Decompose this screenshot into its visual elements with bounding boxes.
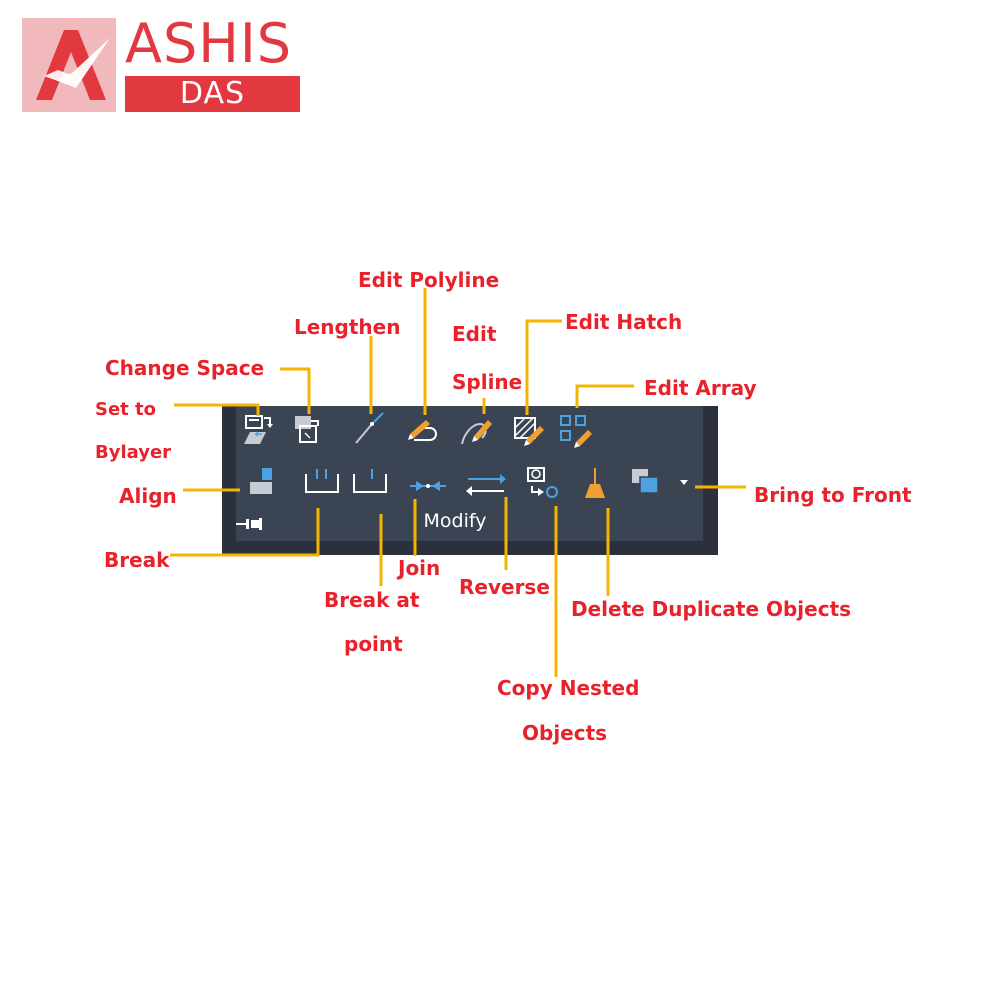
label-set-to-bylayer-line1: Set to [95,399,157,420]
edit-polyline-icon[interactable] [408,420,437,441]
set-to-bylayer-icon[interactable] [244,415,273,444]
label-copy-nested-objects-line2: Objects [522,721,608,745]
label-break-at-point-line1: Break at [324,588,420,612]
edit-array-icon[interactable] [560,415,592,448]
join-icon[interactable] [410,481,446,491]
label-edit-spline-line1: Edit [452,322,497,346]
leader-edit-array [575,384,634,408]
panel-left-edge [222,406,236,555]
label-delete-duplicate-objects: Delete Duplicate Objects [571,597,852,621]
label-edit-polyline: Edit Polyline [358,268,500,292]
chevron-down-icon[interactable] [680,480,688,485]
panel-title[interactable]: Modify [423,510,487,532]
label-break-at-point-line2: point [344,632,403,656]
logo-a-icon [36,30,110,100]
label-reverse: Reverse [459,575,550,599]
bring-to-front-icon[interactable] [632,469,659,494]
leader-lines [170,288,746,677]
align-icon[interactable] [250,468,272,494]
break-at-point-icon[interactable] [353,469,387,493]
label-bring-to-front: Bring to Front [754,483,912,507]
leader-change-space [280,367,311,414]
break-icon[interactable] [305,469,339,493]
logo-surname: DAS [125,76,300,112]
panel-right-edge [703,406,718,555]
reverse-icon[interactable] [466,474,506,496]
label-edit-spline-line2: Spline [452,370,523,394]
label-change-space: Change Space [105,356,265,380]
label-align: Align [119,484,177,508]
label-edit-array: Edit Array [644,376,757,400]
label-copy-nested-objects-line1: Copy Nested [497,676,640,700]
label-lengthen: Lengthen [294,315,401,339]
copy-nested-objects-icon[interactable] [527,467,558,498]
logo-name: ASHIS [125,12,293,75]
pin-icon[interactable] [236,518,262,530]
logo: ASHIS DAS [22,12,300,112]
leader-break [170,508,320,557]
leader-set-to-bylayer [174,403,260,416]
edit-spline-icon[interactable] [461,420,492,445]
label-set-to-bylayer-line2: Bylayer [95,442,172,463]
edit-hatch-icon[interactable] [514,417,544,446]
leader-edit-hatch [525,319,562,415]
label-join: Join [398,556,441,580]
label-break: Break [104,548,170,572]
panel-bottom-bar [222,541,718,555]
logo-mark [22,18,116,112]
lengthen-icon[interactable] [355,412,384,444]
change-space-icon[interactable] [295,416,319,443]
delete-duplicate-objects-icon[interactable] [585,468,605,498]
label-edit-hatch: Edit Hatch [565,310,683,334]
